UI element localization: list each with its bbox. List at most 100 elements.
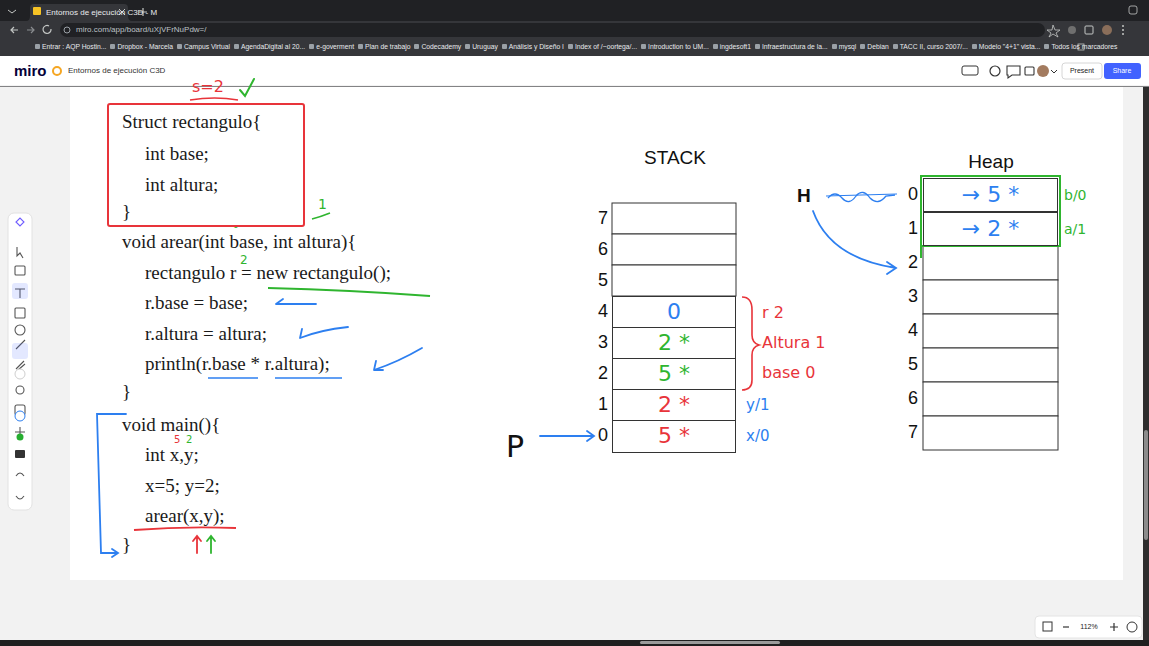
cell-value: → 2 * xyxy=(962,216,1019,242)
code-line: x=5; y=2; xyxy=(145,475,220,498)
code-line: println(r.base * r.altura); xyxy=(145,353,330,376)
annotation: 2 xyxy=(240,253,248,267)
address-index: 7 xyxy=(908,422,918,444)
code-line: void main(){ xyxy=(122,414,220,437)
pointer-name: H xyxy=(797,185,811,208)
stack-cell: 2 * xyxy=(612,327,736,360)
code-line: int base; xyxy=(145,143,209,166)
address-index: 5 xyxy=(908,354,918,376)
annotation: r 2 xyxy=(762,303,784,322)
address-index: 6 xyxy=(908,388,918,410)
bookmark-icon xyxy=(1044,44,1049,49)
heap-cell: → 2 * xyxy=(923,212,1058,246)
bookmark-icon xyxy=(641,44,646,49)
code-line: } xyxy=(122,201,131,224)
bookmark-icon xyxy=(414,44,419,49)
annotation: a/1 xyxy=(1064,221,1086,238)
bookmark: e-goverment xyxy=(316,43,354,51)
annotation: y/1 xyxy=(746,396,769,414)
code-line: r.altura = altura; xyxy=(145,323,267,346)
code-line: } xyxy=(122,381,131,404)
address-index: 1 xyxy=(598,394,608,416)
bookmark: Dropbox - Marcela xyxy=(117,43,173,51)
bookmark-icon xyxy=(713,44,718,49)
struct-box: Struct rectangulo{ int base; int altura;} xyxy=(107,103,305,227)
bookmark: Infraestructura de la... xyxy=(762,43,828,51)
bookmark: TACC II, curso 2007/... xyxy=(900,43,968,51)
address-index: 0 xyxy=(908,184,918,206)
address-index: 2 xyxy=(598,363,608,385)
address-url: miro.com/app/board/uXjVFrNuPdw=/ xyxy=(76,25,207,35)
code-line: } xyxy=(122,534,131,557)
code-line: void arear(int base, int altura){ xyxy=(122,231,356,254)
annotation: x/0 xyxy=(746,427,769,445)
code-line: int altura; xyxy=(145,174,218,197)
bookmark-icon xyxy=(568,44,573,49)
share-button: Share xyxy=(1113,67,1132,75)
tab-title: Entornos de ejecución C3D - M xyxy=(46,8,157,18)
present-button: Present xyxy=(1070,67,1094,75)
annotation: s=2 xyxy=(192,77,224,96)
stack-cell: 2 * xyxy=(612,389,736,422)
heap-cell: → 5 * xyxy=(923,178,1058,212)
stack-cell: 5 * xyxy=(612,420,736,453)
bookmark-icon xyxy=(358,44,363,49)
address-index: 4 xyxy=(908,320,918,342)
bookmark: Uruguay xyxy=(472,43,498,51)
pointer-name: P xyxy=(506,429,524,465)
bookmark-icon xyxy=(309,44,314,49)
bookmark: Modelo "4+1" vista... xyxy=(979,43,1041,51)
bookmark: Análisis y Diseño I xyxy=(509,43,564,51)
bookmark: Codecademy xyxy=(421,43,461,51)
address-index: 0 xyxy=(598,425,608,447)
bookmark-icon xyxy=(972,44,977,49)
section-title: STACK xyxy=(644,147,706,170)
annotation: 1 xyxy=(318,196,327,213)
code-line: r.base = base; xyxy=(145,292,248,315)
address-index: 7 xyxy=(598,208,608,230)
code-line: int x,y; xyxy=(145,444,199,467)
code-line: Struct rectangulo{ xyxy=(122,111,261,134)
annotation: 5 xyxy=(174,434,180,446)
stack-cell: 0 xyxy=(612,296,736,329)
annotation: Altura 1 xyxy=(762,333,825,352)
zoom-level: 112% xyxy=(1080,623,1097,631)
bookmark: ingdesoft1 xyxy=(720,43,751,51)
bookmark-icon xyxy=(832,44,837,49)
code-line: arear(x,y); xyxy=(145,505,225,528)
address-index: 4 xyxy=(598,301,608,323)
bookmark-icon xyxy=(234,44,239,49)
stack-cell: 5 * xyxy=(612,358,736,391)
address-index: 5 xyxy=(598,270,608,292)
address-index: 6 xyxy=(598,239,608,261)
cell-value: 5 * xyxy=(658,361,690,387)
bookmark: Index of /~oortega/... xyxy=(575,43,637,51)
cell-value: 2 * xyxy=(658,392,690,418)
code-line: rectangulo r = new rectangulo(); xyxy=(145,262,391,285)
bookmark-icon xyxy=(177,44,182,49)
bookmark-icon xyxy=(35,44,40,49)
bookmark-icon xyxy=(110,44,115,49)
address-index: 2 xyxy=(908,252,918,274)
bookmark-icon xyxy=(502,44,507,49)
annotation: b/0 xyxy=(1064,187,1087,204)
cell-value: 5 * xyxy=(658,423,690,449)
bookmark-icon xyxy=(893,44,898,49)
board-name: Entornos de ejecución C3D xyxy=(68,66,165,76)
bookmark: Introduction to UM... xyxy=(648,43,709,51)
bookmark: Debian xyxy=(867,43,888,51)
bookmark: mysql xyxy=(839,43,857,51)
bookmark-icon xyxy=(755,44,760,49)
app-logo: miro xyxy=(14,62,47,80)
annotation: base 0 xyxy=(762,363,815,382)
address-index: 1 xyxy=(908,218,918,240)
bookmark-icon xyxy=(860,44,865,49)
bookmark: Entrar : AQP Hostin... xyxy=(42,43,106,51)
bookmark: Campus Virtual xyxy=(184,43,230,51)
annotation: 2 xyxy=(186,434,192,446)
cell-value: 0 xyxy=(667,299,681,325)
bookmark: Todos los marcadores xyxy=(1051,43,1117,51)
cell-value: 2 * xyxy=(658,330,690,356)
bookmark: Plan de trabajo xyxy=(365,43,410,51)
section-title: Heap xyxy=(968,151,1013,174)
